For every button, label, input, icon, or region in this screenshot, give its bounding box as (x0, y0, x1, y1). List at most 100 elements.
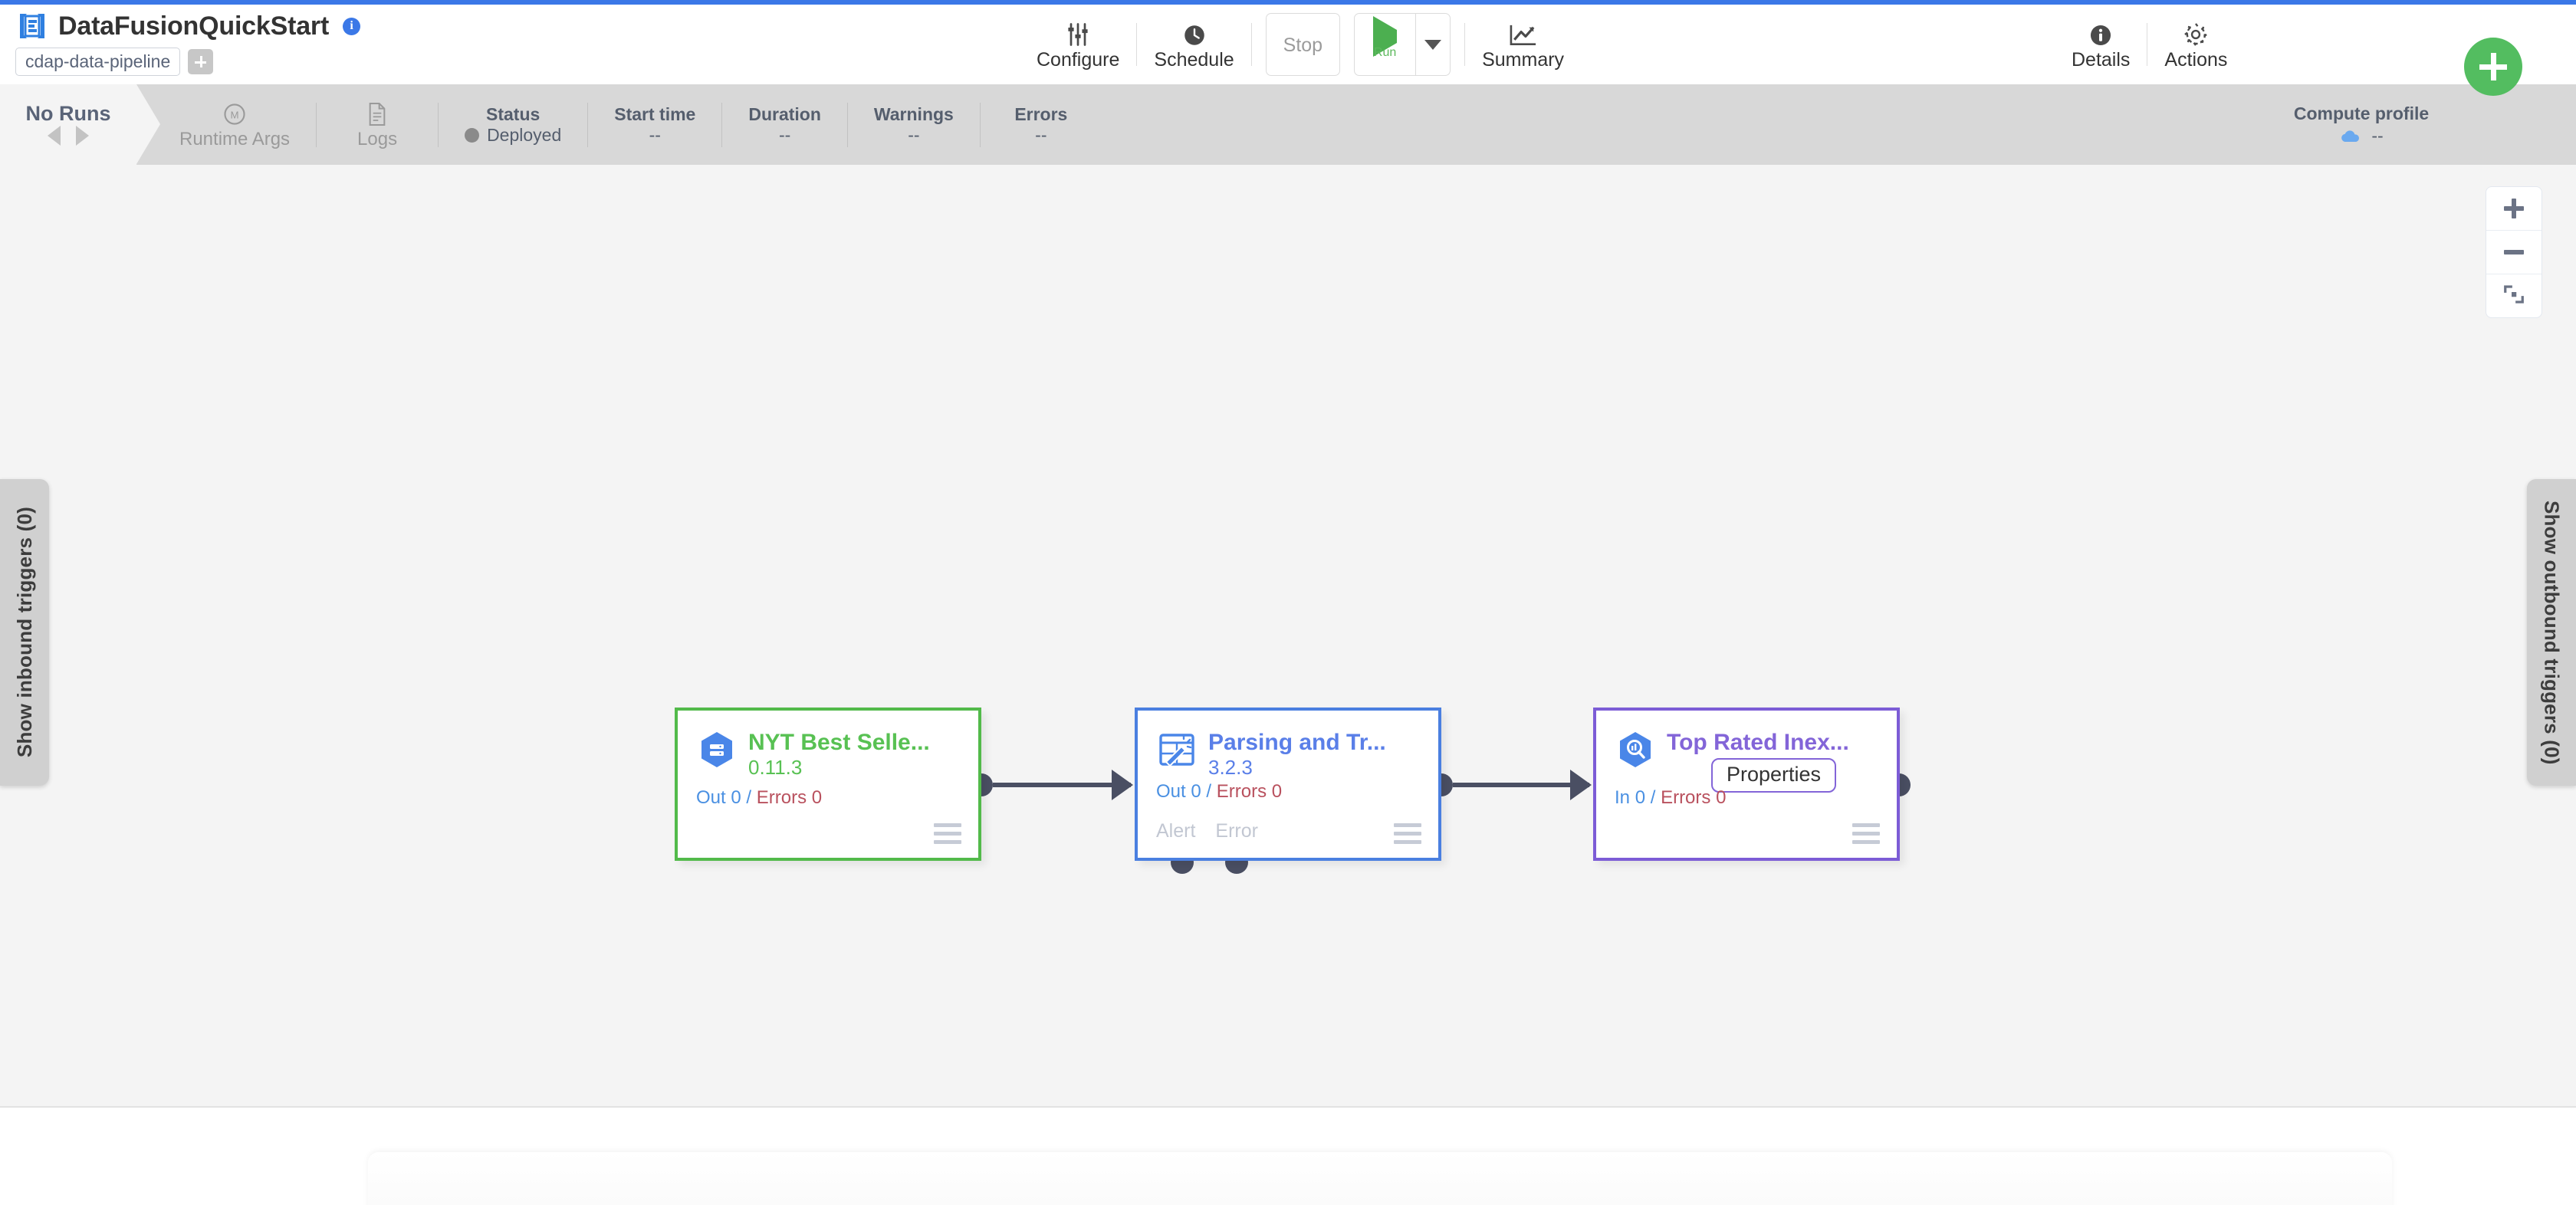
wrangler-transform-icon (1156, 729, 1198, 770)
runs-tab: No Runs (0, 84, 160, 165)
connection-line[interactable] (1453, 783, 1589, 787)
compute-profile-value-row: -- (2339, 125, 2384, 146)
cdap-logo-icon (17, 11, 48, 41)
summary-button[interactable]: Summary (1465, 19, 1581, 70)
configure-label: Configure (1037, 49, 1120, 71)
outbound-triggers-label: Show outbound triggers (0) (2540, 500, 2564, 765)
top-accent-bar (0, 0, 2576, 5)
node-metric-errors-value: 0 (811, 787, 823, 808)
info-icon[interactable]: i (343, 17, 361, 35)
pipeline-node-nyt-best-sellers[interactable]: NYT Best Selle... 0.11.3 Out 0 / Errors … (675, 708, 981, 861)
errors-header: Errors (1014, 103, 1068, 124)
hamburger-icon[interactable] (1394, 823, 1421, 844)
node-metric-out-label: Out (1156, 781, 1186, 802)
schedule-label: Schedule (1154, 49, 1234, 71)
run-button[interactable]: Run (1355, 14, 1415, 75)
runtime-args-button[interactable]: M Runtime Args (153, 101, 316, 149)
schedule-button[interactable]: Schedule (1137, 19, 1250, 70)
pipeline-node-top-rated-inexpensive[interactable]: Top Rated Inex... Properties In 0 / Erro… (1593, 708, 1900, 861)
svg-text:M: M (230, 109, 238, 120)
status-badge: Deployed (465, 126, 561, 144)
connection-arrow-icon (1570, 770, 1592, 800)
warnings-cell: Warnings -- (848, 105, 980, 144)
node-titles: NYT Best Selle... 0.11.3 (748, 729, 930, 778)
minus-icon (2504, 250, 2524, 254)
toolbar-right-cluster: Details Actions (2055, 5, 2244, 84)
add-tag-button[interactable] (188, 49, 214, 75)
hamburger-icon[interactable] (934, 823, 961, 844)
pipeline-canvas[interactable]: Show inbound triggers (0) Show outbound … (0, 165, 2576, 1108)
show-outbound-triggers-tab[interactable]: Show outbound triggers (0) (2527, 479, 2576, 786)
node-version: 3.2.3 (1208, 755, 1253, 779)
node-header: Parsing and Tr... 3.2.3 (1138, 711, 1438, 778)
fit-screen-icon (2502, 283, 2525, 310)
logs-button[interactable]: Logs (317, 101, 438, 149)
runtime-args-label: Runtime Args (179, 128, 291, 149)
bigquery-source-icon (696, 729, 738, 770)
compute-profile-cell[interactable]: Compute profile -- (2147, 84, 2576, 165)
node-metrics: In 0 / Errors 0 (1615, 787, 1726, 809)
start-time-header: Start time (614, 103, 696, 124)
canvas-zoom-controls (2486, 186, 2542, 318)
zoom-out-button[interactable] (2486, 231, 2542, 274)
start-time-cell: Start time -- (588, 103, 721, 145)
duration-value: -- (778, 124, 791, 145)
zoom-in-button[interactable] (2486, 187, 2542, 231)
compute-profile-value: -- (2371, 125, 2384, 146)
status-dot-icon (465, 127, 480, 143)
configure-button[interactable]: Configure (1020, 19, 1136, 70)
connection-line[interactable] (993, 783, 1131, 787)
run-status-bar: No Runs M Runtime Args (0, 84, 2576, 165)
status-cell: Status Deployed (439, 105, 587, 144)
caret-left-icon[interactable] (48, 126, 61, 146)
node-port-alert-label: Alert (1156, 820, 1196, 842)
details-label: Details (2072, 49, 2131, 71)
node-metric-in-label: In (1615, 787, 1631, 808)
caret-right-icon[interactable] (76, 126, 89, 146)
gear-icon (2182, 19, 2210, 48)
node-metric-errors-label: Errors (756, 787, 807, 808)
node-metric-separator: / (1650, 787, 1656, 808)
bottom-region (0, 1108, 2576, 1205)
stop-button[interactable]: Stop (1265, 13, 1341, 76)
run-dropdown-button[interactable] (1416, 14, 1450, 75)
hamburger-icon[interactable] (1852, 823, 1880, 844)
node-metrics: Out 0 / Errors 0 (1156, 781, 1282, 803)
sliders-icon (1064, 19, 1092, 48)
node-properties-button[interactable]: Properties (1711, 758, 1837, 793)
add-plugin-fab[interactable] (2464, 38, 2522, 96)
actions-label: Actions (2164, 49, 2228, 71)
node-metric-out-value: 0 (731, 787, 741, 808)
page-title: DataFusionQuickStart (58, 11, 330, 41)
node-header: Top Rated Inex... (1596, 711, 1897, 770)
actions-button[interactable]: Actions (2147, 19, 2244, 70)
start-time-value: -- (649, 124, 661, 145)
cloud-icon (2339, 130, 2362, 143)
plus-icon (2504, 199, 2524, 218)
details-button[interactable]: Details (2055, 19, 2147, 70)
runs-nav (48, 126, 89, 146)
play-icon (1373, 15, 1398, 57)
node-name: NYT Best Selle... (748, 730, 930, 755)
runbar-divider (846, 102, 848, 147)
node-version: 0.11.3 (748, 755, 803, 779)
clock-icon (1181, 19, 1208, 48)
show-inbound-triggers-tab[interactable]: Show inbound triggers (0) (0, 479, 49, 786)
fit-to-screen-button[interactable] (2486, 274, 2542, 317)
node-header: NYT Best Selle... 0.11.3 (678, 711, 978, 778)
errors-cell: Errors -- (981, 103, 1102, 144)
node-metrics: Out 0 / Errors 0 (696, 787, 822, 809)
runbar-divider (438, 102, 439, 147)
pipeline-node-parsing-and-transform[interactable]: Parsing and Tr... 3.2.3 Out 0 / Errors 0… (1135, 708, 1441, 861)
run-metrics-row: M Runtime Args Logs (153, 84, 1102, 165)
runbar-divider (979, 102, 981, 147)
node-metric-errors-value: 0 (1271, 781, 1283, 802)
node-port-error-label: Error (1215, 820, 1258, 842)
node-metric-out-label: Out (696, 787, 726, 808)
logs-label: Logs (357, 128, 398, 149)
node-name: Top Rated Inex... (1667, 730, 1849, 755)
bottom-panel[interactable] (368, 1152, 2392, 1205)
artifact-type-chip[interactable]: cdap-data-pipeline (15, 48, 181, 77)
runbar-divider (587, 102, 589, 147)
summary-label: Summary (1482, 49, 1565, 71)
